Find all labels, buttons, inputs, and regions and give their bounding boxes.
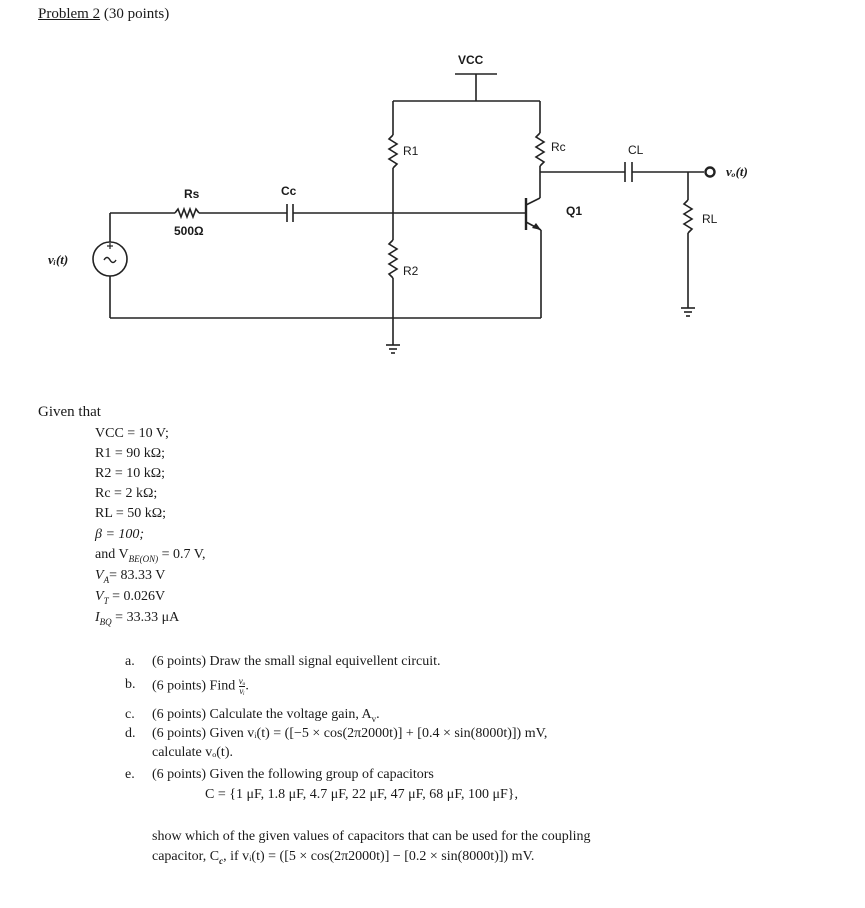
given-vt: VT = 0.026V [95,589,166,606]
given-ibq: IBQ = 33.33 μA [95,610,180,627]
rc-resistor [534,132,546,167]
given-vcc: VCC = 10 V; [95,426,169,441]
given-heading: Given that [38,404,101,420]
problem-label: Problem 2 [38,6,101,22]
question-e: (6 points) Given the following group of … [152,767,434,782]
r2-resistor [387,239,399,279]
rl-label: RL [702,212,718,226]
question-a-label: a. [125,654,135,669]
question-e-show: show which of the given values of capaci… [152,829,591,844]
cc-label: Cc [281,184,297,198]
question-d-cont: calculate vₒ(t). [152,745,233,760]
question-a: (6 points) Draw the small signal equivel… [152,654,441,669]
circuit-diagram: VCC R1 R2 Rc Rs 500Ω Cc CL Q1 RL vᵢ(t) v… [48,53,748,354]
given-vbe: and VBE(ON) = 0.7 V, [95,547,206,564]
vout-terminal [704,166,716,178]
problem-points: (30 points) [103,6,170,22]
rs-resistor [174,206,200,220]
rs-label: Rs [184,187,200,201]
given-rc: Rc = 2 kΩ; [95,486,158,501]
r1-label: R1 [403,144,419,158]
q1-label: Q1 [566,204,582,218]
vcc-label: VCC [458,53,484,67]
r1-resistor [387,134,399,169]
given-r2: R2 = 10 kΩ; [95,466,166,481]
given-va: VA= 83.33 V [95,568,166,585]
problem-title: Problem 2 (30 points) [38,6,169,23]
question-e-show-cont: capacitor, Cc, if vᵢ(t) = ([5 × cos(2π20… [152,849,535,866]
capacitor-set: C = {1 μF, 1.8 μF, 4.7 μF, 22 μF, 47 μF,… [205,787,518,802]
vout-label: vₒ(t) [726,164,748,179]
q1-emitter-arrow [532,223,541,230]
question-d-label: d. [125,726,136,741]
r2-label: R2 [403,264,419,278]
question-e-label: e. [125,767,135,782]
given-r1: R1 = 90 kΩ; [95,446,166,461]
cl-label: CL [628,143,644,157]
question-c: (6 points) Calculate the voltage gain, A… [152,707,380,724]
rs-value-label: 500Ω [174,224,204,238]
question-d: (6 points) Given vᵢ(t) = ([−5 × cos(2π20… [152,726,548,741]
rc-label: Rc [551,140,566,154]
vin-label: vᵢ(t) [48,252,68,267]
given-beta: β = 100; [95,527,145,542]
question-b: (6 points) Find vₒ vᵢ . [152,676,249,696]
rl-resistor [682,199,694,234]
question-c-label: c. [125,707,135,722]
given-rl: RL = 50 kΩ; [95,506,167,521]
question-b-label: b. [125,677,136,692]
